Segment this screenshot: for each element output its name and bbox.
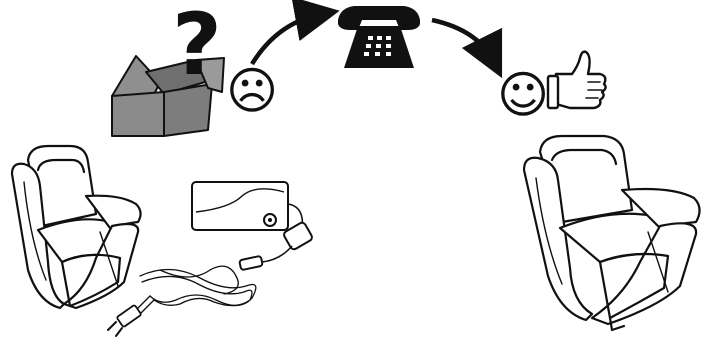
open-box-icon	[111, 55, 225, 137]
power-cable-icon	[107, 265, 257, 337]
happy-face-icon: ☺	[497, 66, 550, 124]
sad-face-icon: ☹	[226, 62, 279, 120]
power-supply-icon	[191, 181, 313, 271]
thumbs-up-icon	[546, 50, 607, 110]
telephone-icon	[338, 6, 420, 68]
arrow-phone-to-result	[431, 17, 503, 79]
right-armchair-icon	[522, 134, 701, 332]
left-armchair-icon	[10, 144, 142, 310]
question-mark-icon: ?	[172, 0, 222, 95]
arrow-box-to-phone	[250, 0, 340, 66]
